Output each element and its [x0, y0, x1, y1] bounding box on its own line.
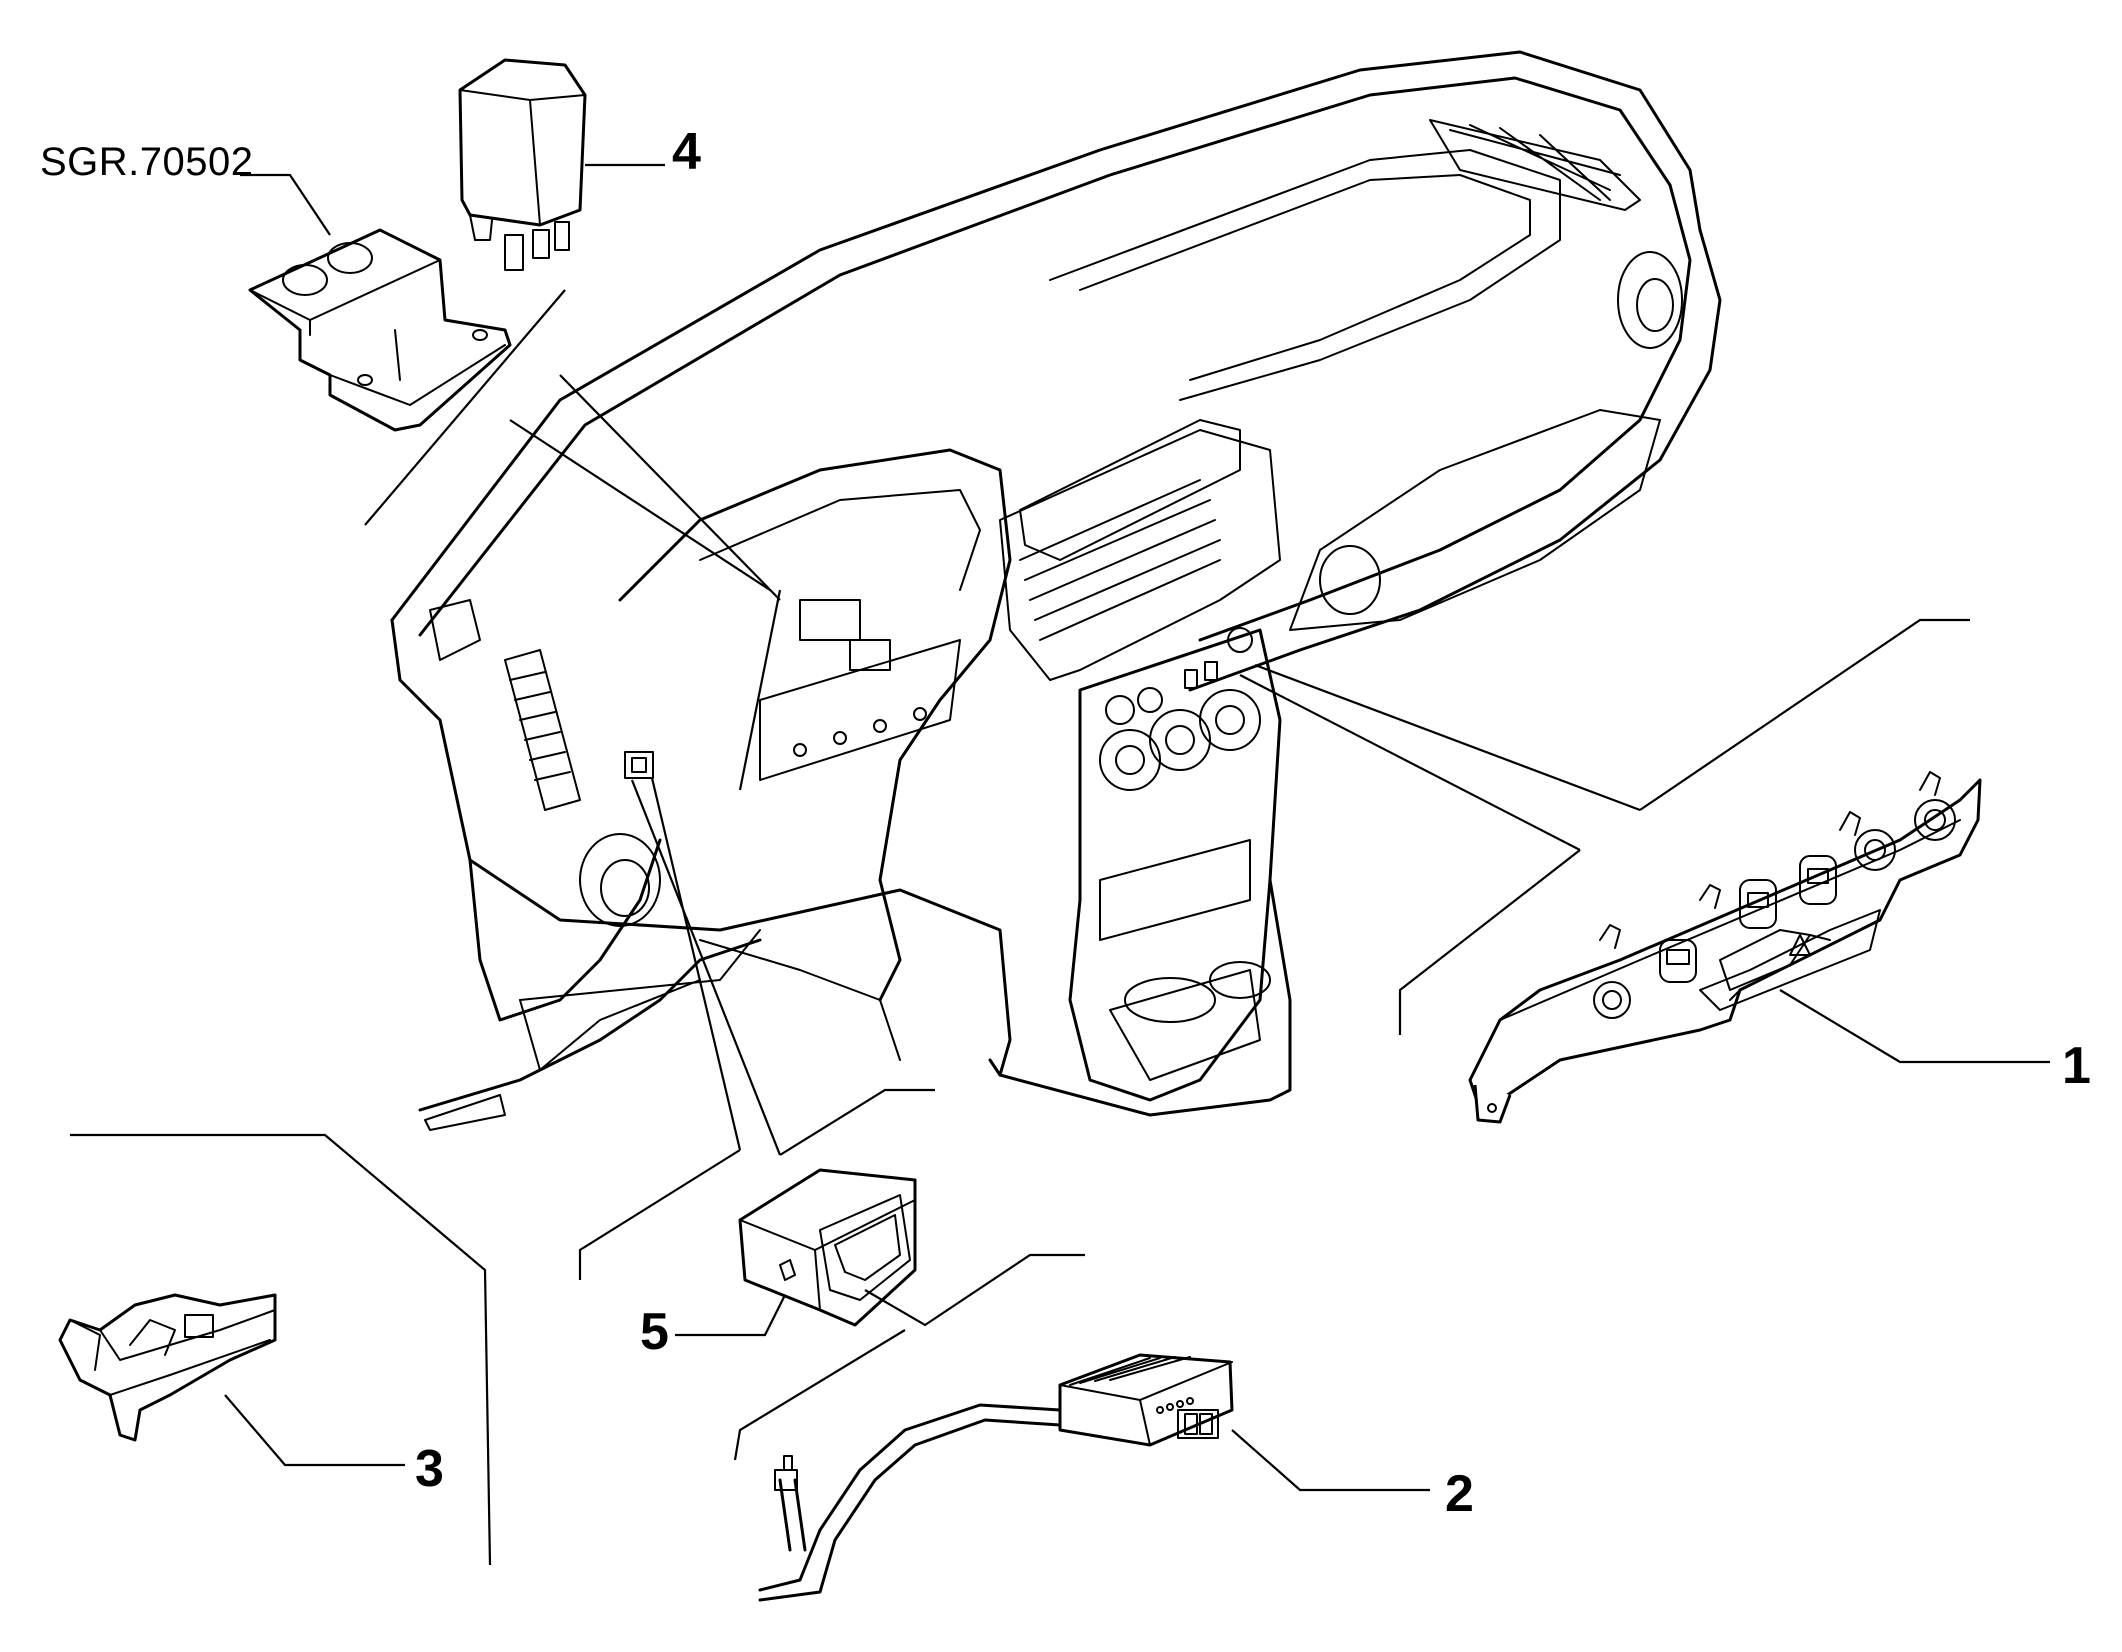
- item-2-switch-harness: [758, 1353, 1234, 1602]
- callout-4-label: 4: [672, 123, 701, 181]
- item-1-switch-panel: [1468, 771, 1982, 1124]
- reference-bracket: [248, 228, 512, 432]
- callout-2-label: 2: [1445, 1465, 1474, 1523]
- item-5-bezel: [738, 1168, 917, 1327]
- dashboard-assembly: [390, 50, 1722, 1131]
- reference-code-label: SGR.70502: [40, 140, 254, 184]
- callout-5-label: 5: [640, 1303, 669, 1361]
- item-3-switch: [58, 1293, 277, 1442]
- callout-1-label: 1: [2062, 1037, 2091, 1095]
- leader-lines: [70, 163, 2050, 1566]
- callout-3-label: 3: [415, 1440, 444, 1498]
- item-4-relay: [458, 58, 587, 271]
